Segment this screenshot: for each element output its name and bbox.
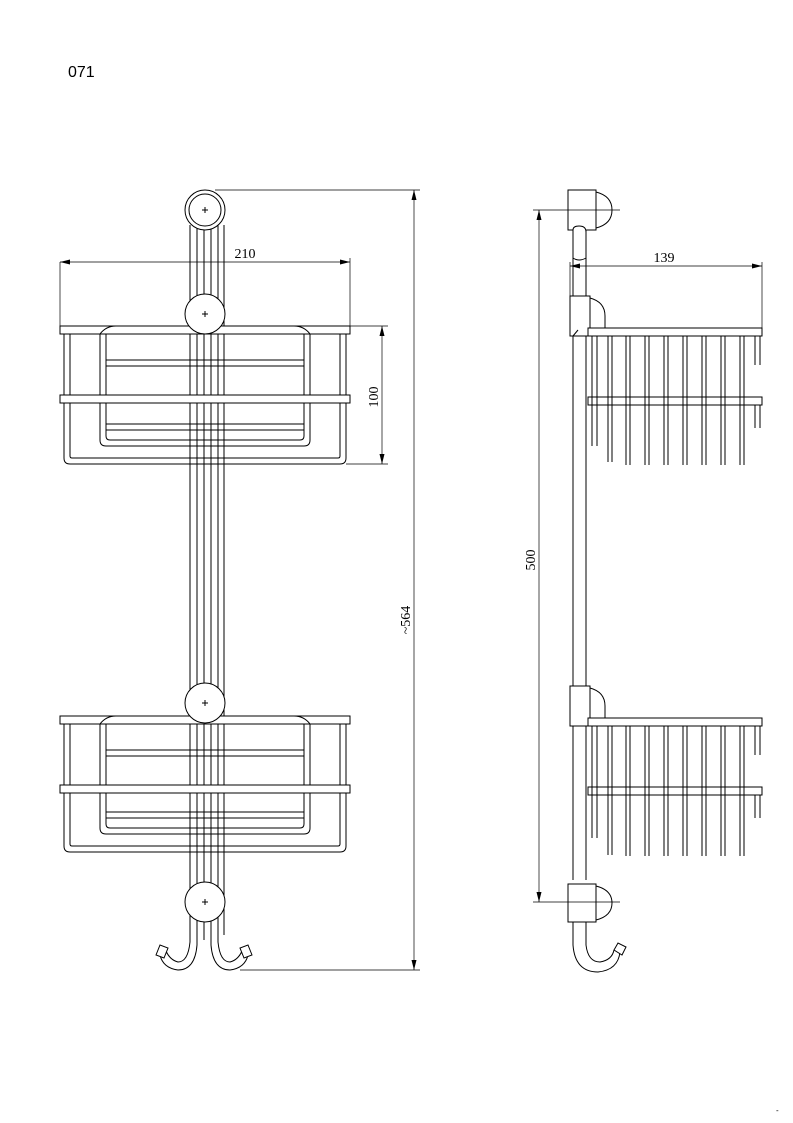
front-upper-basket	[59, 293, 351, 465]
dim-mount-distance-label: 500	[524, 550, 539, 571]
side-view: 500 139	[524, 189, 763, 973]
side-dimensions: 500 139	[524, 209, 763, 903]
product-code: 071	[68, 64, 95, 81]
front-dimensions: 210 100 ~564	[59, 189, 420, 971]
side-lower-basket	[569, 685, 763, 856]
front-top-mount	[184, 189, 226, 231]
dim-total-height-label: ~564	[399, 606, 414, 635]
dim-width-label: 210	[235, 247, 256, 262]
side-bottom-hook	[567, 883, 627, 973]
dim-basket-height-label: 100	[367, 387, 382, 408]
front-center-rods	[189, 225, 225, 940]
front-hooks	[155, 881, 253, 971]
side-upper-basket	[569, 295, 763, 465]
side-top-mount	[567, 189, 613, 261]
dim-depth-label: 139	[654, 251, 675, 266]
corner-mark: -	[776, 1106, 779, 1115]
front-view: 210 100 ~564	[59, 189, 420, 971]
front-lower-basket	[59, 682, 351, 853]
